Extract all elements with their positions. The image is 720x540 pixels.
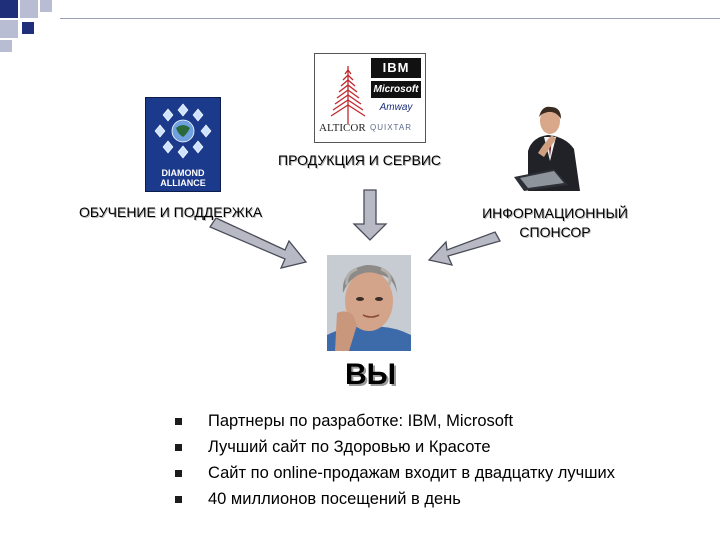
bullet-square-icon <box>175 496 182 503</box>
bullet-item: 40 миллионов посещений в день <box>175 486 615 512</box>
bullet-item: Лучший сайт по Здоровью и Красоте <box>175 434 615 460</box>
diamond-logo-line1: DIAMOND <box>161 168 205 178</box>
diamond-alliance-logo: DIAMOND ALLIANCE <box>145 97 221 192</box>
bullet-list: Партнеры по разработке: IBM, Microsoft Л… <box>175 408 615 512</box>
corner-square <box>40 0 52 12</box>
bullet-square-icon <box>175 418 182 425</box>
amway-logo: Amway <box>379 102 413 113</box>
corner-square <box>0 0 18 18</box>
partner-logos-box: IBM Microsoft Amway ALTICOR QUIXTAR <box>314 53 426 143</box>
bullet-square-icon <box>175 470 182 477</box>
arrow-down <box>352 189 388 241</box>
diamond-ring-icon <box>154 103 212 159</box>
arrow-left-diagonal <box>209 217 308 269</box>
corner-square <box>0 40 12 52</box>
corner-square <box>0 20 18 38</box>
quixtar-logo: QUIXTAR <box>370 123 412 132</box>
bullet-item: Сайт по online-продажам входит в двадцат… <box>175 460 615 486</box>
businessman-image <box>510 99 590 191</box>
label-training: ОБУЧЕНИЕ И ПОДДЕРЖКА <box>79 204 263 220</box>
bullet-square-icon <box>175 444 182 451</box>
label-products: ПРОДУКЦИЯ И СЕРВИС <box>278 152 442 168</box>
person-photo <box>327 255 411 351</box>
microsoft-logo: Microsoft <box>371 81 421 98</box>
diamond-logo-line2: ALLIANCE <box>160 178 206 188</box>
bullet-item: Партнеры по разработке: IBM, Microsoft <box>175 408 615 434</box>
corner-square <box>22 22 34 34</box>
alticor-logo: ALTICOR <box>319 122 366 134</box>
label-sponsor: ИНФОРМАЦИОННЫЙ СПОНСОР <box>482 205 628 240</box>
tree-logo-icon <box>330 66 366 124</box>
label-you: ВЫ <box>345 358 397 391</box>
header-rule <box>60 18 720 19</box>
corner-square <box>20 0 38 18</box>
ibm-logo: IBM <box>371 58 421 78</box>
